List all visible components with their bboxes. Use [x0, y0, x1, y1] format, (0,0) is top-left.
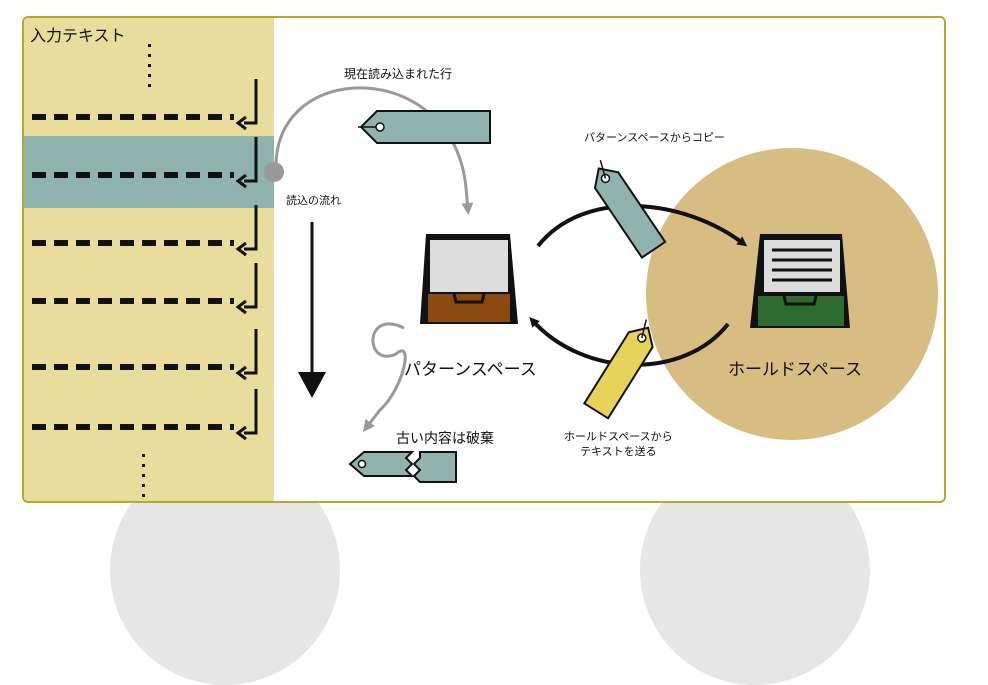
text-line [32, 329, 258, 381]
text-line [32, 205, 258, 257]
text-line [32, 263, 258, 315]
input-text-label: 入力テキスト [30, 26, 126, 45]
read-line-curve [264, 86, 474, 215]
text-line [32, 389, 258, 441]
send-label-line1: ホールドスペースから [564, 430, 673, 443]
current-line-label: 現在読み込まれた行 [344, 67, 453, 81]
copy-tag-icon [593, 159, 667, 259]
hold-space-label: ホールドスペース [728, 360, 862, 380]
text-line [32, 79, 258, 131]
read-flow-arrow [298, 222, 326, 398]
sed-diagram-panel: 入力テキスト 現在読み込まれた行 読込の流れ パターンスペースからコピー パター… [22, 16, 946, 503]
pattern-space-label: パターンスペース [404, 360, 537, 380]
copy-label: パターンスペースからコピー [584, 131, 725, 144]
discarded-tag-icon [348, 451, 457, 483]
text-lines [32, 79, 258, 441]
send-label-line2: テキストを送る [580, 445, 657, 458]
text-line [32, 137, 258, 189]
ellipsis-bottom [142, 454, 145, 497]
discard-curve [362, 322, 407, 432]
send-tag-icon [582, 319, 654, 420]
read-flow-label: 読込の流れ [286, 194, 341, 207]
hold-space-tray-icon [750, 234, 850, 328]
pattern-space-tray-icon [420, 234, 518, 324]
discard-label: 古い内容は破棄 [396, 431, 494, 447]
ellipsis-top [148, 44, 151, 87]
input-text-column [24, 18, 274, 501]
diagram-graphics [32, 44, 938, 497]
current-line-tag-icon [358, 110, 491, 144]
